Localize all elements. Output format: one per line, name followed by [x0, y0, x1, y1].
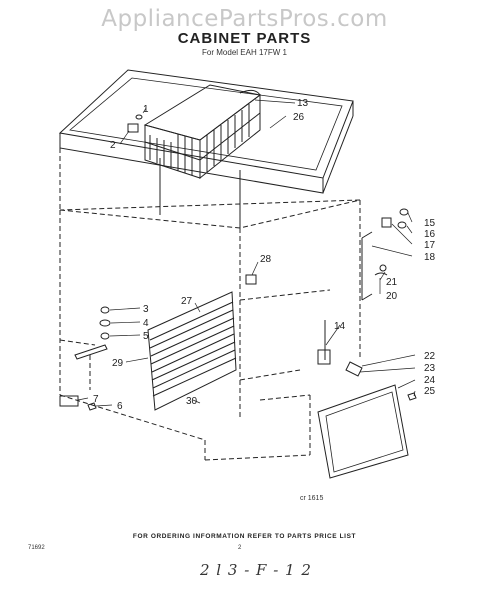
callout-30: 30 [186, 396, 198, 407]
callout-15: 15 [424, 218, 436, 229]
clip-part [245, 274, 257, 285]
callout-20: 20 [386, 291, 398, 302]
callout-7: 7 [93, 394, 99, 405]
access-cover-part [147, 291, 237, 411]
callout-24: 24 [424, 375, 436, 386]
callout-4: 4 [143, 318, 149, 329]
model-subtitle: For Model EAH 17FW 1 [202, 48, 287, 57]
ordering-footer: FOR ORDERING INFORMATION REFER TO PARTS … [132, 533, 357, 540]
callout-leaders [77, 99, 416, 407]
left-fastener-parts [59, 306, 111, 411]
callout-25: 25 [424, 386, 436, 397]
handwritten-note: 2 l 3 - F - 1 2 [200, 561, 312, 579]
callout-26: 26 [293, 112, 305, 123]
callout-3: 3 [143, 304, 149, 315]
lid-part [58, 69, 354, 230]
bracket-parts [317, 320, 363, 377]
callout-18: 18 [424, 252, 436, 263]
callout-27: 27 [181, 296, 193, 307]
callout-21: 21 [386, 277, 398, 288]
page-number: 2 [238, 545, 242, 551]
callout-2: 2 [110, 140, 116, 151]
callout-28: 28 [260, 254, 272, 265]
lid-hinge-part [127, 114, 143, 133]
figure-reference-code: cr 1615 [300, 495, 324, 502]
callout-1: 1 [143, 104, 149, 115]
callout-14: 14 [334, 321, 346, 332]
callout-5: 5 [143, 331, 149, 342]
cabinet-body [59, 148, 361, 461]
right-side-parts [361, 208, 409, 301]
document-number: 71692 [28, 545, 45, 551]
callout-23: 23 [424, 363, 436, 374]
drain-cover-part [317, 384, 417, 479]
watermark: AppliancePartsPros.com [101, 6, 388, 32]
callout-29: 29 [112, 358, 124, 369]
callout-22: 22 [424, 351, 436, 362]
callout-16: 16 [424, 229, 436, 240]
basket-part [143, 84, 262, 180]
callout-6: 6 [117, 401, 123, 412]
callout-17: 17 [424, 240, 436, 251]
callout-13: 13 [297, 98, 309, 109]
callout-numbers: 1 2 3 4 5 6 7 13 14 15 16 17 18 20 21 22… [93, 98, 436, 412]
diagram-title: CABINET PARTS [177, 30, 312, 47]
